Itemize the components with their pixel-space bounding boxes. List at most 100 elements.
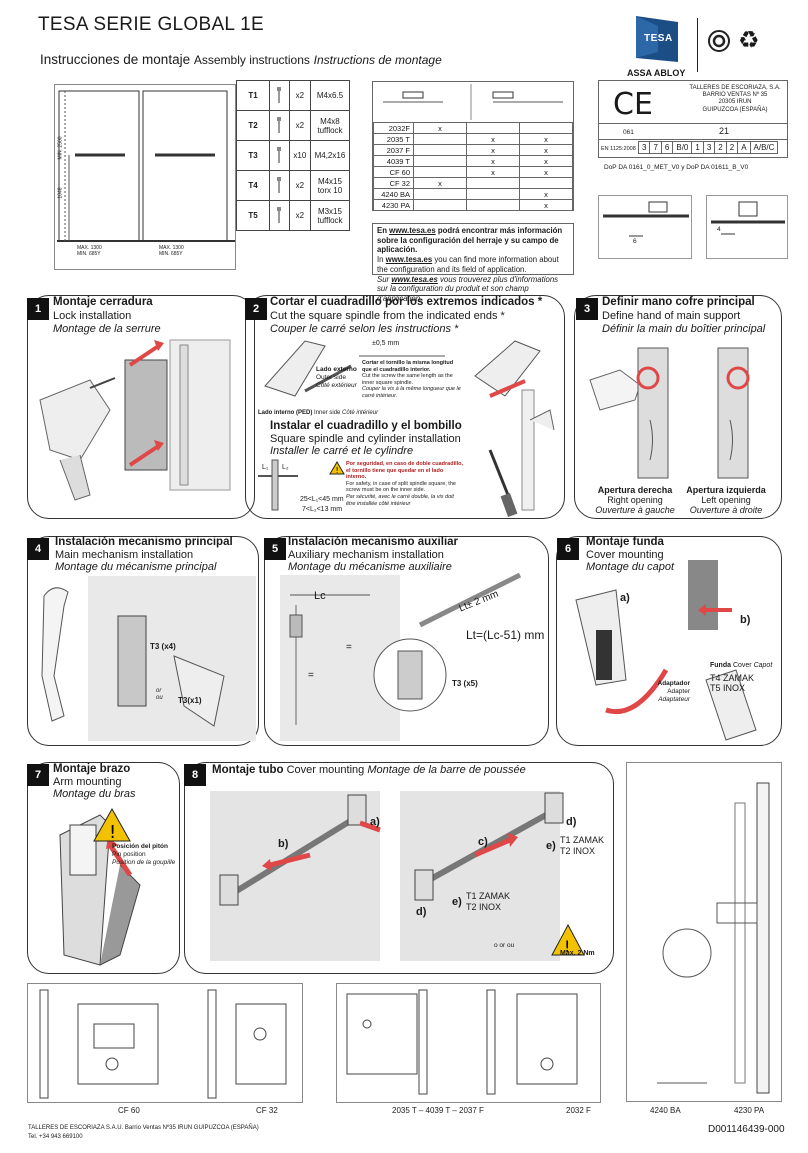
t5-inox-label: T5 INOX [710, 683, 746, 693]
screw-qty: x2 [288, 80, 311, 111]
door-dim-handle: 1048 [57, 187, 64, 199]
push-bar-step-a: a) [370, 816, 380, 828]
model-mark-3: x [519, 155, 573, 167]
t1-zamak-label-1: T1 ZAMAK [560, 835, 605, 845]
tesa-link-es[interactable]: www.tesa.es [389, 226, 436, 235]
info-box: En www.tesa.es podrá encontrar más infor… [372, 223, 574, 303]
assa-abloy-logo: ASSA ABLOY [627, 68, 686, 78]
model-mark-1 [413, 133, 467, 145]
arm-mounting-illustration: ! [59, 807, 141, 966]
label-cf60: CF 60 [118, 1106, 140, 1115]
door-dim-left: MAX. 1300 MIN. 685Y [77, 245, 102, 257]
step-number: 4 [27, 538, 49, 560]
model-name: 2037 F [373, 144, 414, 156]
model-mark-3: x [519, 133, 573, 145]
screw-spec: M4,2x16 [309, 140, 351, 171]
door-dim-height: MIN. 2500 [57, 136, 64, 160]
tesa-logo-text: TESA [644, 33, 673, 44]
screw-icon [268, 200, 290, 231]
step-heading-en: Main mechanism installation [55, 549, 194, 561]
model-mark-1 [413, 188, 467, 200]
step-8-heading: Montaje tubo Cover mounting Montage de l… [212, 764, 526, 776]
subtitle-fr: Instructions de montage [313, 53, 442, 67]
right-opening-label: Apertura derecha Right opening Ouverture… [595, 485, 675, 515]
step-3-panel [574, 295, 782, 519]
main-mechanism-illustration [41, 576, 256, 741]
label-2032f: 2032 F [566, 1106, 591, 1115]
t2-inox-label-2: T2 INOX [466, 902, 502, 912]
step-heading-en: Cut the square spindle from the indicate… [270, 310, 505, 322]
model-mark-2 [466, 199, 520, 211]
model-mark-1: x [413, 177, 467, 189]
push-bar-step-d-1: d) [566, 816, 577, 828]
model-mark-1 [413, 144, 467, 156]
svg-text:!: ! [564, 937, 570, 956]
step-6-panel [556, 536, 782, 746]
step-heading-es: Montaje cerradura [53, 296, 153, 308]
equal-mark-2: = [308, 670, 314, 681]
t2-inox-label-1: T2 INOX [560, 846, 596, 856]
warning-icon: ! [329, 461, 345, 475]
label-cf32: CF 32 [256, 1106, 278, 1115]
model-name: 2035 T [373, 133, 414, 145]
push-bar-step-d-2: d) [416, 906, 427, 918]
model-mark-2: x [466, 155, 520, 167]
l2-range: 7<L₂<13 mm [302, 506, 343, 513]
step-5-panel [264, 536, 549, 746]
hand-definition-illustration [589, 347, 750, 479]
subtitle-en: Assembly instructions [193, 53, 310, 67]
inner-side-label: Lado interno (PED) Inner side Côté intér… [258, 410, 379, 416]
model-mark-3 [519, 122, 573, 134]
ce-code: 061 [623, 129, 634, 136]
step-1-panel [27, 295, 255, 519]
screw-qty: x10 [288, 140, 311, 171]
tesa-link-fr[interactable]: www.tesa.es [391, 274, 438, 284]
model-name: 2032F [373, 122, 414, 134]
screw-spec: M4x6.5 [309, 80, 351, 111]
model-name: 4230 PA [373, 199, 414, 211]
ce-norm: EN 1125:2008 [601, 146, 636, 152]
split-spindle-warning: Por seguridad, en caso de doble cuadradi… [346, 461, 464, 507]
tesa-link-en[interactable]: www.tesa.es [385, 255, 433, 265]
auxiliary-mechanism-illustration [280, 572, 522, 741]
detail-dim-2: 4 [717, 226, 721, 233]
t3-x1-label: T3(x1) [178, 696, 202, 705]
or-label: or ou [156, 688, 163, 702]
step-heading-en: Lock installation [53, 310, 132, 322]
step-number: 8 [184, 764, 206, 786]
step-2b-heading-en: Square spindle and cylinder installation [270, 433, 461, 445]
footer-company: TALLERES DE ESCORIAZA S.A.U. Barrio Vent… [28, 1125, 259, 1131]
or-label-2: o or ou [494, 942, 515, 949]
step-heading-es: Instalación mecanismo auxiliar [288, 536, 459, 548]
info-en: In www.tesa.es you can find more informa… [377, 255, 559, 274]
screw-code: T2 [236, 110, 270, 141]
step-heading-es: Montaje brazo [53, 763, 131, 775]
model-mark-2 [466, 122, 520, 134]
step-heading-es: Instalación mecanismo principal [55, 536, 233, 548]
step-number: 7 [27, 764, 49, 786]
screw-qty: x2 [288, 200, 311, 231]
step-number: 2 [245, 298, 267, 320]
step-7-panel [27, 762, 180, 974]
model-mark-2 [466, 177, 520, 189]
step-2-panel [245, 295, 565, 519]
step-heading-fr: Montage du mécanisme principal [55, 561, 217, 573]
screw-icon [268, 140, 290, 171]
cylinder-screwdriver-illustration [488, 389, 555, 518]
cover-mounting-illustration [575, 560, 757, 741]
svg-text:!: ! [109, 822, 116, 843]
screw-code: T5 [236, 200, 270, 231]
step-heading-en: Auxiliary mechanism installation [288, 549, 444, 561]
cover-step-a: a) [620, 592, 630, 604]
equal-mark-1: = [346, 642, 352, 653]
step-number: 1 [27, 298, 49, 320]
model-name: CF 32 [373, 177, 414, 189]
